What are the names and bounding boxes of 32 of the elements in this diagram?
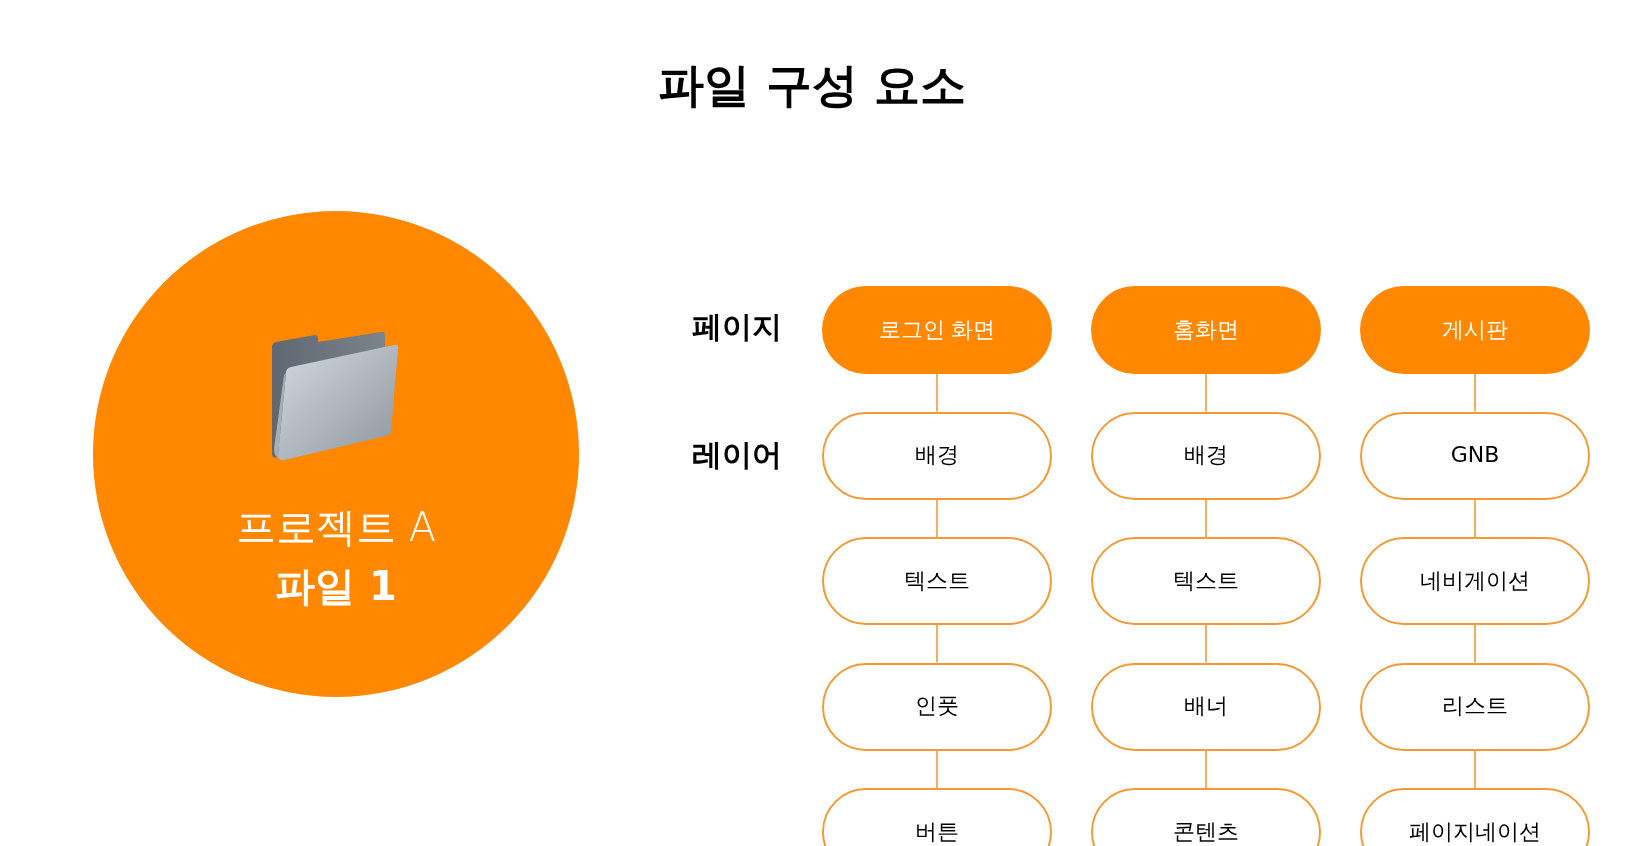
file-name: 파일 1	[275, 562, 397, 610]
layer-name: 네비게이션	[1420, 567, 1530, 595]
layer-name: 텍스트	[1173, 567, 1239, 595]
layer-name: 리스트	[1442, 693, 1508, 720]
connector-line	[1205, 373, 1207, 413]
connector-line	[936, 498, 938, 538]
connector-line	[1205, 498, 1207, 538]
connector-line	[936, 749, 938, 789]
layer-name: 콘텐츠	[1173, 818, 1239, 846]
layer-name: 인풋	[915, 693, 959, 720]
connector-line	[1474, 624, 1476, 664]
connector-line	[1474, 373, 1476, 413]
connector-line	[1474, 498, 1476, 538]
layer-name: 페이지네이션	[1409, 818, 1541, 846]
row-label: 레이어	[692, 437, 782, 473]
connector-line	[936, 624, 938, 664]
layer-name: 버튼	[915, 818, 959, 846]
page-name: 게시판	[1442, 316, 1508, 344]
project-name: 프로젝트 A	[235, 503, 437, 551]
connector-line	[1474, 749, 1476, 789]
layer-name: 텍스트	[904, 567, 970, 595]
layer-name: GNB	[1450, 442, 1500, 469]
page-name: 홈화면	[1173, 316, 1239, 344]
layer-name: 배경	[1184, 442, 1228, 469]
diagram-title: 파일 구성 요소	[658, 60, 966, 111]
page-name: 로그인 화면	[878, 316, 996, 344]
connector-line	[936, 373, 938, 413]
layer-name: 배경	[915, 442, 959, 469]
layer-name: 배너	[1184, 693, 1228, 720]
connector-line	[1205, 749, 1207, 789]
connector-line	[1205, 624, 1207, 664]
row-label: 페이지	[692, 309, 782, 345]
